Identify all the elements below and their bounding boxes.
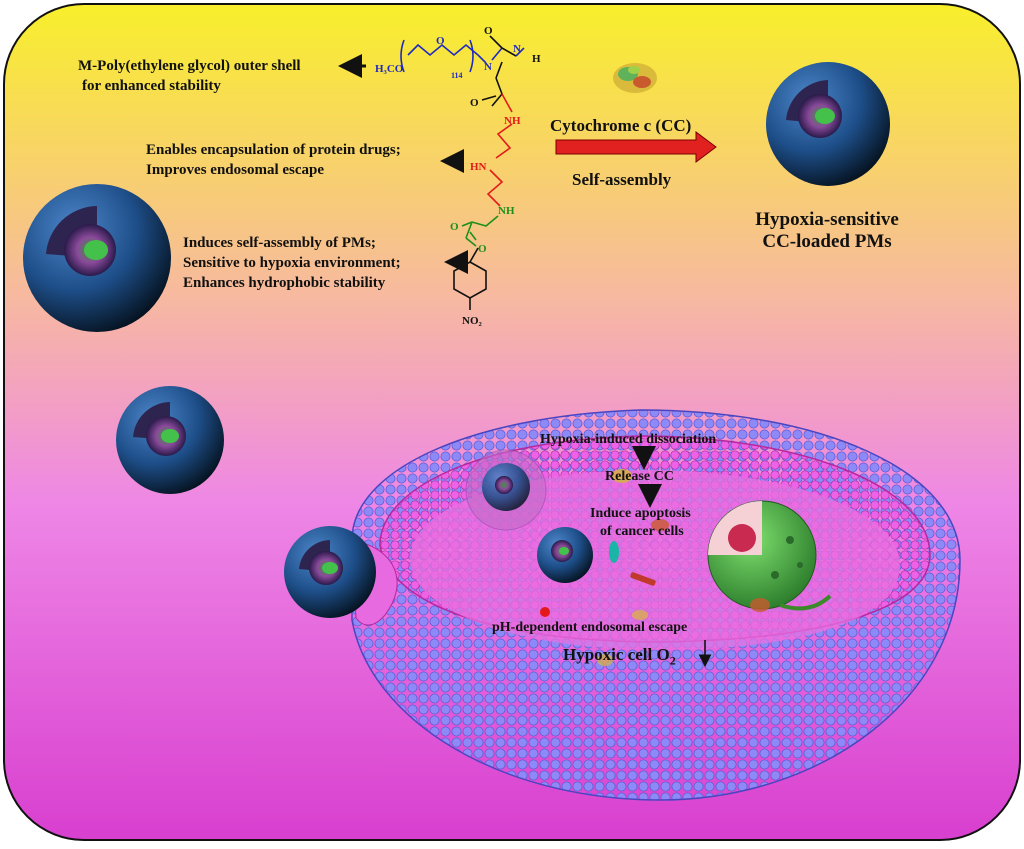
micelle-left-middle (116, 386, 224, 494)
amide-n-label: N (484, 61, 492, 73)
endosome (465, 449, 547, 531)
apoptosis-label-1: Induce apoptosis (590, 506, 691, 521)
peg-shell-label-2: for enhanced stability (82, 78, 221, 94)
assembly-label-1: Induces self-assembly of PMs; (183, 235, 376, 251)
hn-red-label: HN (470, 161, 487, 173)
step-label: Self-assembly (572, 170, 672, 189)
protein-label-2: Improves endosomal escape (146, 162, 325, 178)
cell-flow-arrows (632, 446, 662, 508)
ester-o-label: O (478, 243, 487, 255)
assembly-label-2: Sensitive to hypoxia environment; (183, 255, 401, 271)
pointer-arrows (338, 54, 468, 274)
micelle-product (766, 62, 890, 186)
micelle-in-cell (537, 527, 593, 583)
reagent-label: Cytochrome c (CC) (550, 116, 692, 135)
cytochrome-c-protein (613, 63, 657, 93)
product-label-2: CC-loaded PMs (762, 231, 892, 252)
amine-n-label: N (513, 43, 521, 55)
amine-h-label: H (532, 53, 541, 65)
nh-red-label: NH (504, 115, 521, 127)
micelle-entering (284, 526, 376, 618)
carbamate-o-label: O (450, 221, 459, 233)
product-label-1: Hypoxia-sensitive (755, 209, 899, 230)
structure-labels: H₃CO O 114 N O N H O NH HN NH O O NO₂ (375, 25, 541, 327)
carbonyl-o-label: O (484, 25, 493, 37)
methoxy-label: H₃CO (375, 63, 404, 75)
assembly-label-3: Enhances hydrophobic stability (183, 275, 386, 291)
release-cc-label: Release CC (605, 469, 674, 484)
protein-label-1: Enables encapsulation of protein drugs; (146, 142, 401, 158)
micelle-left-top (23, 184, 171, 332)
oxygen-label: O (436, 35, 445, 47)
assembly-arrow (555, 131, 717, 163)
nh-green-label: NH (498, 205, 515, 217)
o2-subscript: 2 (669, 653, 676, 668)
side-o-label: O (470, 97, 479, 109)
chemical-structure (400, 35, 525, 310)
peg-shell-label-1: M-Poly(ethylene glycol) outer shell (78, 58, 301, 74)
nitro-label: NO₂ (462, 315, 483, 327)
hypoxic-o2-label: Hypoxic cell O2 (563, 645, 676, 668)
endosomal-escape-label: pH-dependent endosomal escape (492, 620, 688, 635)
apoptosis-label-2: of cancer cells (600, 524, 684, 539)
nucleus (707, 500, 832, 611)
hypoxia-dissociation-label: Hypoxia-induced dissociation (540, 432, 717, 447)
hypoxic-text: Hypoxic cell O (563, 645, 670, 664)
repeat-label: 114 (451, 71, 463, 80)
released-protein (540, 469, 770, 666)
